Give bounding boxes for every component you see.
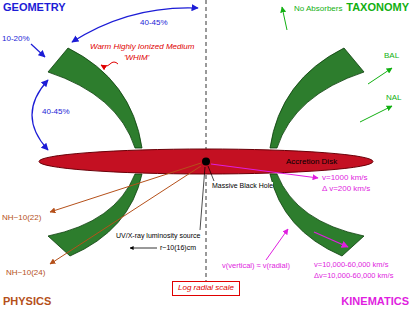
corner-heading: KINEMATICS [341, 296, 409, 307]
angle-arc [72, 8, 198, 42]
velocity-arrow [211, 164, 318, 178]
component-label: UV/X-ray luminosity source [116, 232, 200, 239]
percentage-label: 10-20% [2, 35, 30, 43]
sightline-arrow [360, 106, 392, 122]
angle-arrow [31, 44, 45, 57]
leader-line [200, 167, 205, 230]
sightline-arrow [282, 7, 287, 30]
corner-heading: PHYSICS [3, 296, 51, 307]
disk-ellipse [39, 149, 373, 174]
column-density-label: NH~10(24) [6, 269, 45, 277]
absorber-label: BAL [384, 52, 399, 60]
axis-line [206, 0, 207, 281]
component-label: Massive Black Hole [212, 182, 273, 189]
sightline-ray [50, 166, 201, 264]
scale-label: Log radial scale [178, 284, 234, 293]
column-density-label: NH~10(22) [2, 214, 41, 222]
corner-heading: TAXONOMY [346, 2, 409, 13]
leader-line [208, 166, 214, 181]
whim-label: 'WHIM' [124, 54, 149, 62]
velocity-arrow [314, 232, 348, 247]
velocity-label: Δv=10,000-60,000 km/s [314, 272, 393, 280]
velocity-label: v(vertical) ≈ v(radial) [222, 262, 290, 270]
accretion-disk: Accretion Disk [38, 148, 374, 175]
radius-arrow [130, 248, 157, 249]
sightline-arrow [368, 68, 392, 84]
percentage-label: 40-45% [42, 108, 70, 116]
whim-label: Warm Highly Ionized Medium [90, 43, 194, 51]
scale-box: Log radial scale [172, 281, 240, 296]
outflow-band [48, 174, 142, 256]
radius-label: r~10(16)cm [160, 244, 196, 251]
outflow-band [270, 48, 364, 148]
corner-heading: GEOMETRY [3, 2, 66, 13]
black-hole-dot [202, 158, 210, 166]
absorber-label: NAL [386, 94, 402, 102]
whim-pointer [101, 62, 118, 66]
percentage-label: 40-45% [140, 19, 168, 27]
velocity-label: Δ v=200 km/s [322, 185, 370, 193]
sightline-ray [50, 163, 201, 212]
outflow-band [48, 48, 142, 148]
velocity-pointer [266, 229, 288, 260]
velocity-label: v=10,000-60,000 km/s [314, 261, 388, 269]
absorber-label: No Absorbers [294, 5, 342, 13]
velocity-label: v=1000 km/s [322, 174, 368, 182]
disk-label: Accretion Disk [286, 158, 337, 166]
